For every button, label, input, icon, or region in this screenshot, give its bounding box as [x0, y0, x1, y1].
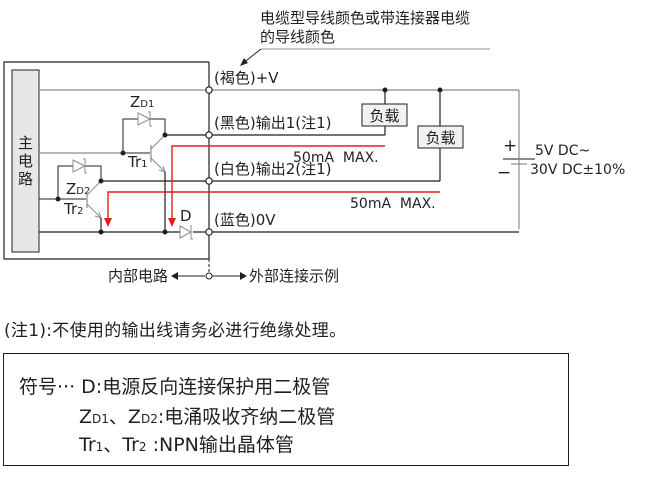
main-circuit-label-1: 主	[18, 134, 33, 152]
protection-diode-icon	[179, 225, 193, 239]
legend-zd1-sub: D1	[92, 412, 109, 426]
main-circuit-label-3: 路	[18, 170, 33, 188]
load-1-label: 负载	[369, 107, 399, 125]
junction-dot	[162, 229, 168, 235]
internal-arrow-icon	[171, 272, 178, 280]
tr2-collector	[86, 180, 102, 196]
main-circuit-label-2: 电	[18, 152, 33, 170]
protection-diode-bar	[190, 225, 193, 240]
zd1-diode-icon	[137, 112, 152, 126]
terminal-label-plus-v: (褐色)+V	[214, 69, 279, 87]
external-connection-label: 外部连接示例	[249, 267, 339, 285]
current-arrow-1-icon	[168, 218, 176, 227]
tr2-emitter	[86, 203, 102, 219]
zd1-loop-wire	[122, 118, 166, 153]
diode-d-label: D	[180, 207, 192, 225]
terminal-output-2	[205, 177, 213, 185]
legend-tr1-sub: 1	[95, 440, 104, 454]
legend-tr1-main: Tr	[79, 434, 96, 456]
legend-prefix: 符号···	[19, 376, 76, 398]
current-arrow-2-icon	[104, 218, 112, 227]
tr1-emitter	[150, 157, 166, 173]
legend-line-zd: ZD1、ZD2:电涌吸收齐纳二极管	[79, 402, 335, 429]
legend-tr-separator: 、	[103, 434, 123, 456]
tr1-collector	[150, 134, 166, 150]
terminal-label-output-2: (白色)输出2(注1)	[214, 160, 332, 178]
current-label-1: 50mA MAX.	[293, 150, 379, 166]
internal-circuit-label: 内部电路	[108, 267, 168, 285]
current-label-2: 50mA MAX.	[350, 196, 436, 212]
zd2-diode-icon	[72, 159, 87, 173]
callout-arrowhead-icon	[240, 58, 248, 66]
symbol-legend-box: 符号··· D:电源反向连接保护用二极管 ZD1、ZD2:电涌吸收齐纳二极管 T…	[3, 353, 569, 466]
terminal-plus-v	[205, 86, 213, 94]
legend-zd2-sub: D2	[140, 412, 158, 426]
load-2-label: 负载	[425, 129, 455, 147]
cable-color-label-line1: 电缆型导线颜色或带连接器电缆	[260, 9, 470, 27]
legend-zd2-main: Z	[127, 406, 141, 428]
junction-dot	[382, 87, 388, 93]
junction-dot	[162, 132, 168, 138]
cable-color-label-line2: 的导线颜色	[260, 28, 335, 46]
junction-dot	[55, 196, 61, 202]
terminal-zero-v	[205, 228, 213, 236]
terminal-label-output-1: (黑色)输出1(注1)	[214, 114, 332, 132]
junction-dot	[120, 150, 126, 156]
zd1-zener-bar	[148, 111, 152, 127]
junction-dot	[98, 229, 104, 235]
legend-tr-desc: :NPN输出晶体管	[146, 434, 294, 456]
external-arrow-icon	[240, 272, 247, 280]
legend-zd1-main: Z	[79, 406, 93, 428]
tr1-label: Tr1	[127, 153, 148, 171]
tr2-label: Tr2	[63, 200, 84, 218]
junction-dot	[98, 178, 104, 184]
current-path-output-1	[171, 145, 385, 218]
legend-d-desc: D:电源反向连接保护用二极管	[81, 376, 331, 398]
terminal-label-zero-v: (蓝色)0V	[214, 211, 276, 229]
zd2-label: ZD2	[66, 180, 90, 198]
zd1-label: ZD1	[130, 93, 154, 111]
note-1: (注1):不使用的输出线请务必进行绝缘处理。	[4, 321, 347, 341]
supply-voltage-line1: 5V DC~	[535, 143, 590, 159]
legend-line-tr: Tr1、Tr2 :NPN输出晶体管	[79, 430, 294, 457]
boundary-terminal-icon	[205, 272, 213, 280]
sensor-enclosure	[3, 61, 209, 260]
legend-line-d: 符号··· D:电源反向连接保护用二极管	[19, 372, 330, 399]
current-path-output-2	[107, 191, 440, 218]
supply-plus-sign: +	[503, 136, 517, 156]
legend-tr2-main: Tr	[122, 434, 139, 456]
terminal-output-1	[205, 131, 213, 139]
supply-voltage-line2: 30V DC±10%	[530, 162, 625, 178]
legend-zd-separator: 、	[108, 406, 128, 428]
legend-tr2-sub: 2	[138, 440, 147, 454]
supply-minus-sign: −	[497, 163, 511, 183]
circuit-diagram: 电缆型导线颜色或带连接器电缆 的导线颜色 主 电 路 ZD1 Tr1 ZD2 T…	[3, 9, 625, 285]
junction-dot	[437, 87, 443, 93]
zd2-zener-bar	[83, 158, 87, 174]
main-circuit-block	[11, 69, 40, 253]
legend-zd-desc: :电涌吸收齐纳二极管	[157, 406, 336, 428]
